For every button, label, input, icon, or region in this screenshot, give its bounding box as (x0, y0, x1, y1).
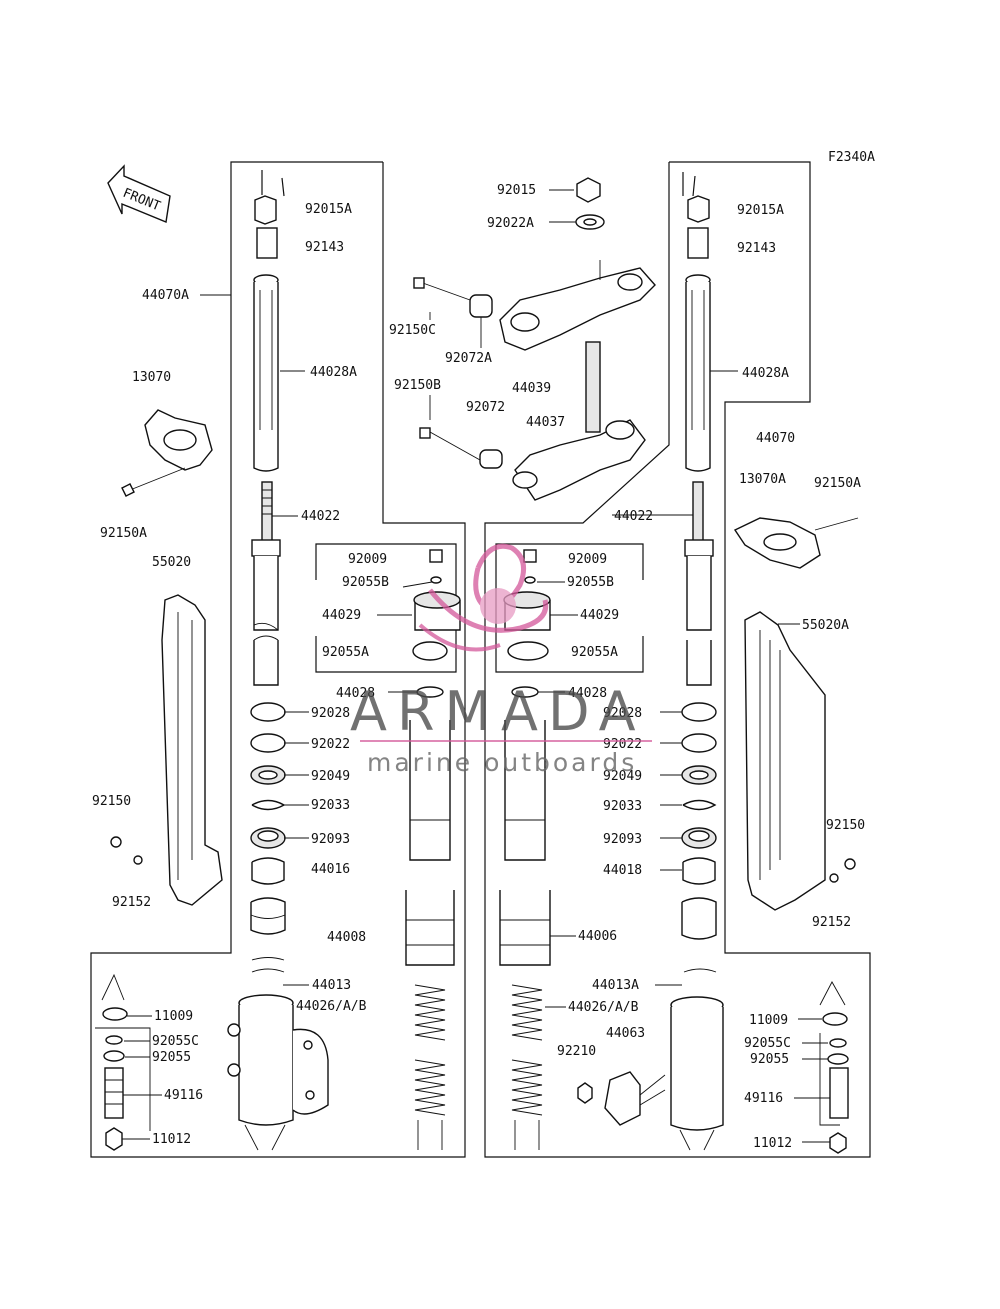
label-44029-right: 44029 (580, 608, 619, 623)
label-92143-right: 92143 (737, 241, 776, 256)
label-92093-right: 92093 (603, 832, 642, 847)
label-44039: 44039 (512, 381, 551, 396)
left-labels: 92015A 92143 44070A 44028A 13070 92150A … (92, 202, 389, 1147)
label-11009-left: 11009 (154, 1009, 193, 1024)
label-13070a: 13070A (739, 472, 786, 487)
label-92150c: 92150C (389, 323, 436, 338)
label-92055c-right: 92055C (744, 1036, 791, 1051)
label-44070: 44070 (756, 431, 795, 446)
reference-code: F2340A (828, 150, 875, 165)
label-44022-left: 44022 (301, 509, 340, 524)
label-44026-right: 44026/A/B (568, 1000, 639, 1015)
label-92009-left: 92009 (348, 552, 387, 567)
front-arrow-icon: FRONT (107, 164, 171, 223)
label-44018: 44018 (603, 863, 642, 878)
label-92072: 92072 (466, 400, 505, 415)
label-44016: 44016 (311, 862, 350, 877)
label-92150a-right: 92150A (814, 476, 861, 491)
label-49116-left: 49116 (164, 1088, 203, 1103)
label-44070a: 44070A (142, 288, 189, 303)
label-92015: 92015 (497, 183, 536, 198)
label-92093-left: 92093 (311, 832, 350, 847)
right-fork-parts (499, 172, 859, 1154)
label-92055-left: 92055 (152, 1050, 191, 1065)
label-92015a-left: 92015A (305, 202, 352, 217)
label-92150a-left: 92150A (100, 526, 147, 541)
label-92022a: 92022A (487, 216, 534, 231)
label-92055-right: 92055 (750, 1052, 789, 1067)
label-92028-right: 92028 (603, 706, 642, 721)
label-55020a: 55020A (802, 618, 849, 633)
label-92028-left: 92028 (311, 706, 350, 721)
label-44006: 44006 (578, 929, 617, 944)
label-44022-right: 44022 (614, 509, 653, 524)
label-92033-left: 92033 (311, 798, 350, 813)
label-13070: 13070 (132, 370, 171, 385)
label-92033-right: 92033 (603, 799, 642, 814)
label-92055b-left: 92055B (342, 575, 389, 590)
label-92150b: 92150B (394, 378, 441, 393)
label-11012-left: 11012 (152, 1132, 191, 1147)
leader-lines (122, 189, 830, 1143)
label-44029-left: 44029 (322, 608, 361, 623)
label-55020: 55020 (152, 555, 191, 570)
label-11009-right: 11009 (749, 1013, 788, 1028)
label-11012-right: 11012 (753, 1136, 792, 1151)
right-labels: 92015A 92143 44028A 44070 13070A 92150A … (557, 203, 865, 1151)
right-assembly-frame (484, 161, 871, 1158)
watermark-tagline: marine outboards (367, 748, 637, 777)
label-92055a-right: 92055A (571, 645, 618, 660)
label-92009-right: 92009 (568, 552, 607, 567)
steering-stem-parts (413, 177, 656, 501)
label-92150-left: 92150 (92, 794, 131, 809)
label-44028-right: 44028 (568, 686, 607, 701)
center-labels: 92015 92022A 92150C 92072A 92150B 44039 … (389, 183, 565, 430)
watermark-brand: ARMADA (350, 680, 646, 743)
label-92049-right: 92049 (603, 769, 642, 784)
label-49116-right: 49116 (744, 1091, 783, 1106)
label-92015a-right: 92015A (737, 203, 784, 218)
label-44008: 44008 (327, 930, 366, 945)
watermark-logo-icon (418, 543, 549, 652)
label-92049-left: 92049 (311, 769, 350, 784)
label-92152-right: 92152 (812, 915, 851, 930)
label-44013a: 44013A (592, 978, 639, 993)
label-44028a-right: 44028A (742, 366, 789, 381)
label-92152-left: 92152 (112, 895, 151, 910)
label-92055c-left: 92055C (152, 1034, 199, 1049)
label-92055a-left: 92055A (322, 645, 369, 660)
label-92210: 92210 (557, 1044, 596, 1059)
left-assembly-frame (90, 161, 466, 1158)
left-fork-parts (95, 170, 455, 1151)
label-44063: 44063 (606, 1026, 645, 1041)
label-44013: 44013 (312, 978, 351, 993)
label-92143-left: 92143 (305, 240, 344, 255)
label-44028-left: 44028 (336, 686, 375, 701)
label-92022-left: 92022 (311, 737, 350, 752)
label-92055b-right: 92055B (567, 575, 614, 590)
label-92150-right: 92150 (826, 818, 865, 833)
watermark: ARMADA marine outboards (350, 543, 652, 777)
label-92072a: 92072A (445, 351, 492, 366)
label-44026-left: 44026/A/B (296, 999, 367, 1014)
label-44037: 44037 (526, 415, 565, 430)
label-44028a-left: 44028A (310, 365, 357, 380)
